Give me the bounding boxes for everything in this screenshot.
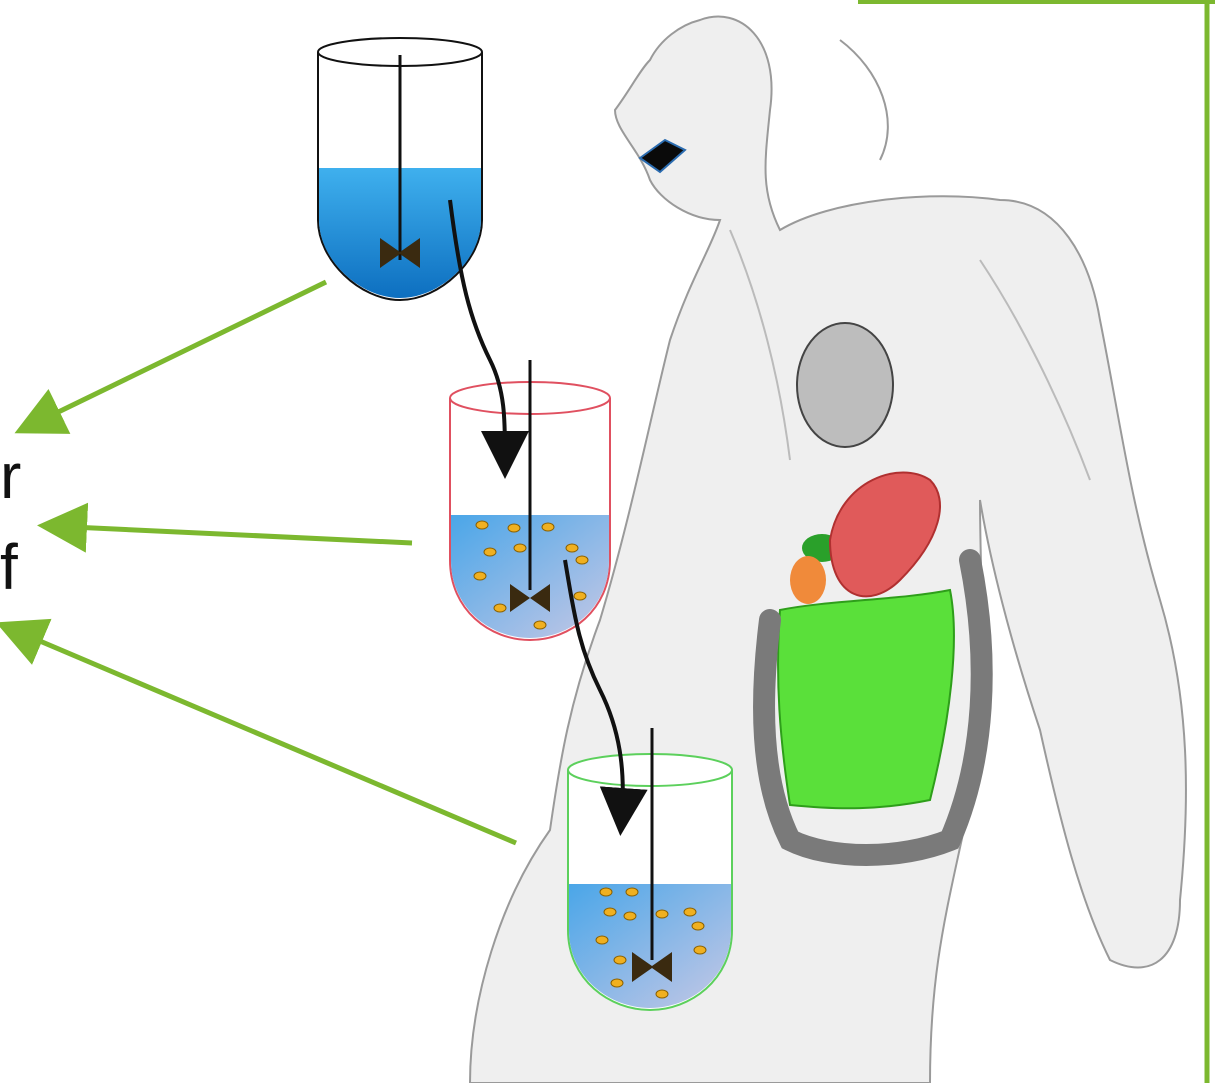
- heart: [797, 323, 893, 447]
- vessel-3: [568, 728, 732, 1010]
- liver: [790, 556, 826, 604]
- small-intestine: [778, 590, 954, 808]
- cropped-text-fragment-1: r: [0, 444, 21, 508]
- pointer-arrow-icon: [72, 527, 412, 543]
- cropped-text-fragment-2: f: [0, 535, 18, 599]
- pointer-arrow-icon: [28, 636, 516, 843]
- vessel-2: [450, 360, 610, 640]
- pointer-arrow-icon: [46, 282, 326, 418]
